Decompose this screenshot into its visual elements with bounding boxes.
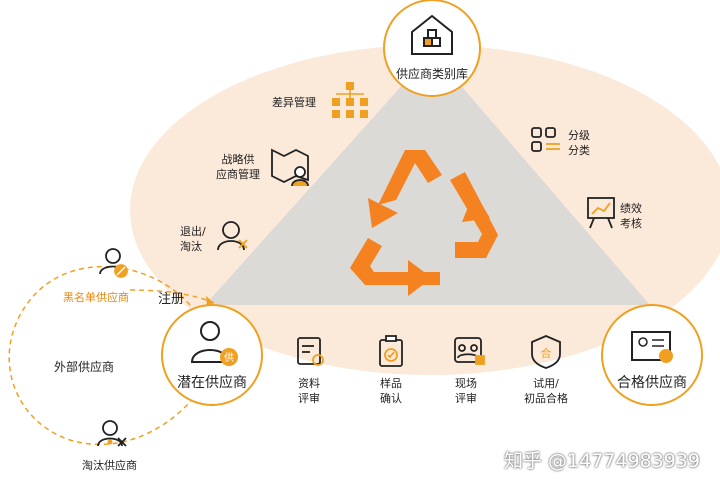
step-label-line1: 试用/	[533, 377, 559, 390]
step-label-line2: 初品合格	[524, 392, 568, 405]
blacklist-person-icon	[99, 248, 128, 278]
svg-text:合: 合	[541, 346, 552, 360]
eliminated-label: 淘汰供应商	[82, 459, 137, 472]
warehouse-icon	[411, 14, 453, 55]
performance-board-icon	[587, 197, 615, 229]
right-node-label: 合格供应商	[617, 375, 687, 391]
blacklist-label: 黑名单供应商	[63, 291, 129, 304]
top-node-circle	[383, 0, 481, 97]
external-supplier-label: 外部供应商	[54, 360, 115, 374]
left-node-label: 潜在供应商	[177, 375, 247, 391]
register-label: 注册	[158, 292, 185, 307]
strategic-map-icon	[271, 148, 309, 187]
grid-category-icon	[531, 127, 560, 152]
watermark: 知乎 @14774983939	[504, 450, 701, 472]
top-node-label: 供应商类别库	[395, 67, 468, 81]
strategic-label-2: 应商管理	[216, 168, 260, 181]
step-label-line1: 资料	[298, 377, 320, 390]
performance-label-1: 绩效	[620, 202, 642, 215]
register-arrowhead	[206, 296, 214, 306]
potential-supplier-icon: 供	[190, 321, 238, 366]
step-label-line2: 确认	[380, 392, 402, 405]
performance-label-2: 考核	[620, 217, 642, 230]
shield-qualified-icon: 合	[531, 335, 561, 369]
clipboard-check-icon	[379, 335, 403, 367]
register-arrow-line	[129, 289, 215, 304]
exit-label-2: 淘汰	[180, 240, 202, 253]
right-node-circle	[601, 304, 703, 406]
left-node-circle	[161, 304, 263, 406]
strategic-label-1: 战略供	[221, 153, 255, 166]
svg-text:供: 供	[224, 351, 234, 364]
certificate-icon	[631, 331, 673, 363]
eliminated-person-icon	[97, 420, 127, 447]
diff-management-label: 差异管理	[272, 96, 316, 109]
external-loop-line	[8, 265, 201, 446]
exit-label-1: 退出/	[180, 225, 206, 238]
step-label-line2: 评审	[455, 392, 477, 405]
onsite-team-icon	[454, 337, 485, 365]
document-search-icon	[297, 337, 324, 366]
step-label-line1: 样品	[380, 377, 402, 390]
grade-label-1: 分级	[568, 129, 590, 142]
step-label-line2: 评审	[298, 392, 320, 405]
grade-label-2: 分类	[568, 144, 590, 157]
step-label-line1: 现场	[455, 377, 477, 390]
recycle-icon	[350, 150, 498, 296]
hierarchy-icon	[332, 82, 368, 118]
exit-person-icon	[217, 221, 248, 251]
